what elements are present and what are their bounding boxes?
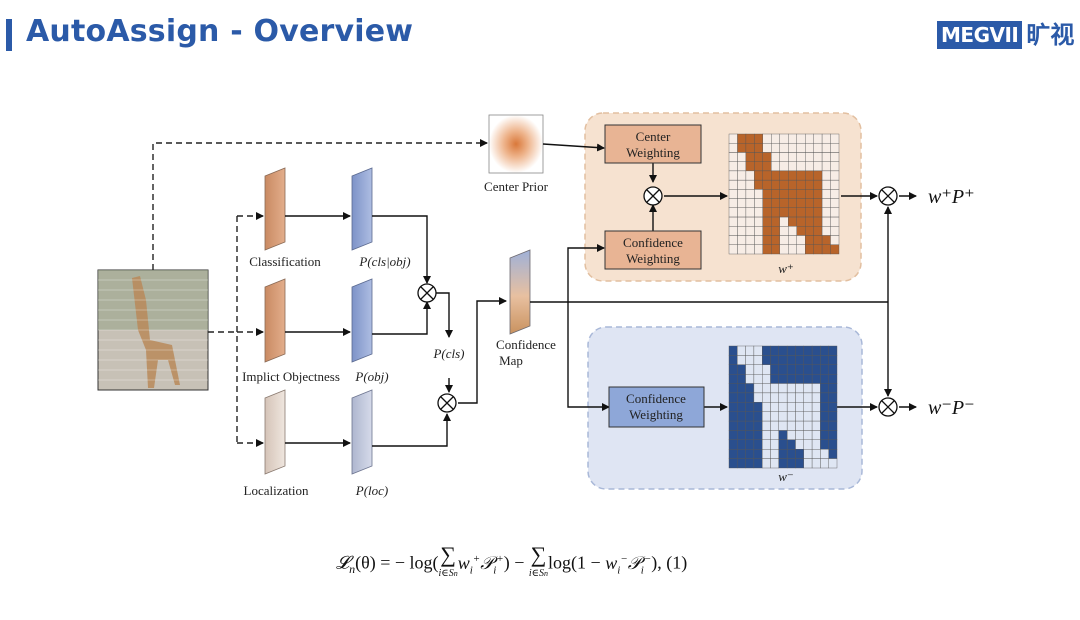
center-prior-image: [488, 114, 544, 174]
confidence-map-feature: [509, 249, 531, 335]
loss-log2: log(1 −: [548, 552, 606, 573]
multiply-node-localization: [437, 393, 457, 413]
loss-theta: (θ) = − log(: [355, 552, 439, 573]
confidence-weighting-neg-box: [608, 386, 705, 428]
loss-end: ), (1): [651, 552, 688, 573]
center-weighting-box: [604, 124, 702, 164]
conf-weighting-neg-label-1: Confidence: [626, 391, 686, 406]
multiply-node-positive: [878, 186, 898, 206]
confidence-map-label-1: Confidence: [496, 337, 556, 352]
p-cls-label: P(cls): [432, 346, 464, 361]
loss-equation: 𝓛n(θ) = − log(∑i∈Snwi+𝒫i+) − ∑i∈Snlog(1 …: [336, 542, 756, 581]
term-w-pos: wi+𝒫i+: [457, 552, 504, 577]
objectness-feature: [264, 278, 286, 363]
sum-2: ∑i∈Sn: [528, 542, 549, 580]
sum-1-sub-n: n: [453, 569, 458, 578]
localization-label: Localization: [244, 483, 309, 498]
confidence-map-label-2: Map: [499, 353, 523, 368]
slide-title: AutoAssign - Overview: [26, 14, 414, 49]
p-loc-feature: [351, 389, 373, 475]
sum-2-sub-n: n: [544, 569, 549, 578]
conf-weighting-neg-label-2: Weighting: [629, 407, 683, 422]
p-cls-obj-feature: [351, 167, 373, 251]
term-w-neg: wi−𝒫i−: [605, 552, 652, 577]
center-weighting-label-1: Center: [636, 129, 671, 144]
p-obj-label: P(obj): [354, 369, 388, 384]
center-weighting-label-2: Weighting: [626, 145, 680, 160]
p-cls-obj-label: P(cls|obj): [358, 254, 410, 269]
sum-1-sub: i∈S: [438, 568, 454, 579]
input-image: [97, 269, 209, 391]
output-negative: w⁻P⁻: [928, 397, 975, 419]
classification-feature: [264, 167, 286, 251]
classification-label: Classification: [249, 254, 321, 269]
logo-text: MEGVII: [937, 21, 1023, 49]
w-neg-label: w⁻: [778, 469, 794, 484]
dashed-to-center-prior: [152, 139, 488, 270]
negative-weight-map: [728, 345, 838, 469]
w-pos-label: w⁺: [778, 261, 794, 276]
center-prior-label: Center Prior: [484, 179, 549, 194]
multiply-node-objectness: [417, 283, 437, 303]
localization-feature: [264, 389, 286, 475]
conf-weighting-pos-label-1: Confidence: [623, 235, 683, 250]
loss-minus: ) −: [503, 552, 529, 573]
title-accent-bar: [6, 19, 12, 51]
sum-1: ∑i∈Sn: [438, 542, 458, 580]
positive-weight-map: [728, 133, 840, 255]
loss-subscript: n: [349, 562, 356, 577]
sum-2-sub: i∈S: [528, 568, 545, 579]
objectness-label: Implict Objectness: [242, 369, 340, 384]
multiply-node-negative: [878, 397, 898, 417]
multiply-node-weighting: [643, 186, 663, 206]
p-loc-label: P(loc): [355, 483, 388, 498]
p-obj-feature: [351, 278, 373, 363]
conf-weighting-pos-label-2: Weighting: [626, 251, 680, 266]
logo-chinese-text: 旷视: [1026, 21, 1075, 49]
output-positive: w⁺P⁺: [928, 186, 975, 208]
megvii-logo: MEGVII 旷视: [937, 20, 1074, 50]
loss-symbol: 𝓛: [336, 552, 350, 573]
confidence-weighting-pos-box: [604, 230, 702, 270]
